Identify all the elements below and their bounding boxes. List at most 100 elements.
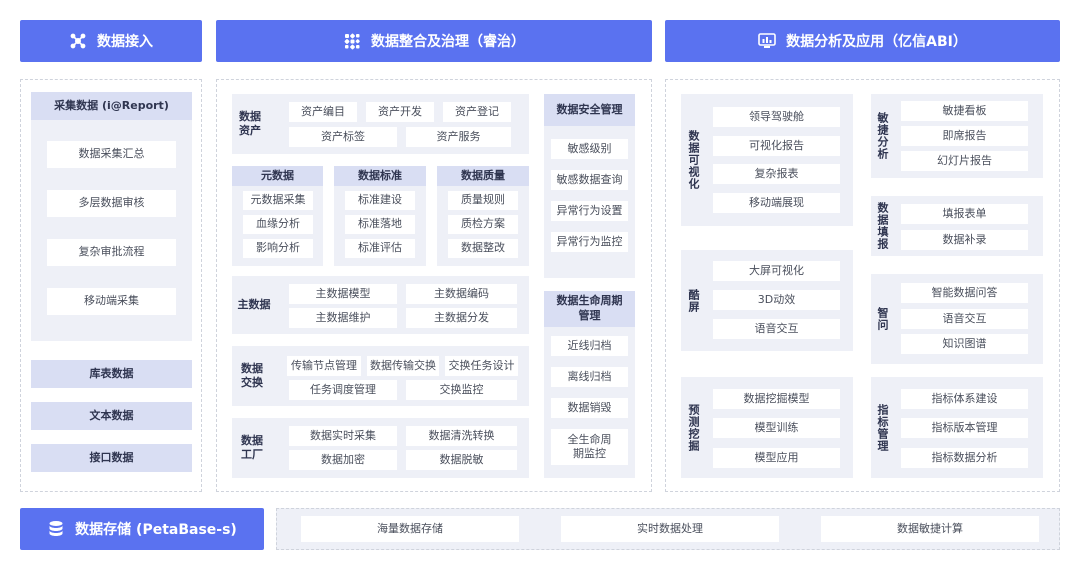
header-data-storage: 数据存储 (PetaBase-s) bbox=[20, 508, 264, 550]
metric-label-text: 指标管理 bbox=[876, 403, 889, 452]
table-data-block: 库表数据 bbox=[31, 360, 192, 388]
storage-item: 数据敏捷计算 bbox=[821, 516, 1039, 542]
fill-item: 填报表单 bbox=[901, 204, 1028, 224]
mining-item: 模型应用 bbox=[713, 448, 840, 468]
exchange-item: 任务调度管理 bbox=[289, 380, 397, 400]
factory-label: 数据工厂 bbox=[241, 433, 263, 461]
asset-item: 资产编目 bbox=[289, 102, 357, 122]
network-icon bbox=[69, 32, 87, 50]
interface-data-block: 接口数据 bbox=[31, 444, 192, 472]
smart-item: 语音交互 bbox=[901, 309, 1028, 329]
exchange-item: 交换监控 bbox=[406, 380, 517, 400]
grid-icon bbox=[343, 32, 361, 50]
header-title: 数据接入 bbox=[97, 34, 153, 50]
quality-item: 质量规则 bbox=[448, 191, 518, 210]
header-title: 数据存储 (PetaBase-s) bbox=[75, 522, 237, 538]
collect-item: 数据采集汇总 bbox=[47, 141, 176, 168]
metric-label: 指标管理 bbox=[871, 377, 893, 478]
lifecycle-item: 离线归档 bbox=[551, 367, 628, 387]
visual-item: 移动端展现 bbox=[713, 193, 840, 213]
mining-label: 预测挖掘 bbox=[681, 377, 705, 478]
quality-item: 质检方案 bbox=[448, 215, 518, 234]
visual-label-text: 数据可视化 bbox=[687, 130, 700, 190]
exchange-item: 传输节点管理 bbox=[287, 356, 361, 376]
storage-item: 海量数据存储 bbox=[301, 516, 519, 542]
factory-item: 数据清洗转换 bbox=[406, 426, 517, 446]
lifecycle-item: 近线归档 bbox=[551, 336, 628, 356]
lifecycle-item: 数据销毁 bbox=[551, 398, 628, 418]
database-icon bbox=[47, 520, 65, 538]
cool-item: 语音交互 bbox=[713, 319, 840, 339]
cool-item: 3D动效 bbox=[713, 290, 840, 310]
master-item: 主数据模型 bbox=[289, 284, 397, 304]
monitor-chart-icon bbox=[758, 32, 776, 50]
lifecycle-item: 全生命周期监控 bbox=[551, 429, 628, 465]
header-title: 数据整合及治理（睿治） bbox=[371, 34, 525, 50]
agile-label-text: 敏捷分析 bbox=[876, 112, 889, 160]
agile-item: 敏捷看板 bbox=[901, 101, 1028, 121]
header-data-analysis: 数据分析及应用（亿信ABI） bbox=[665, 20, 1060, 62]
asset-label: 数据资产 bbox=[239, 109, 261, 137]
agile-item: 幻灯片报告 bbox=[901, 151, 1028, 171]
metadata-item: 影响分析 bbox=[243, 239, 313, 258]
security-item: 敏感级别 bbox=[551, 139, 628, 159]
asset-item: 资产服务 bbox=[406, 127, 511, 147]
standard-item: 标准建设 bbox=[345, 191, 415, 210]
collect-item: 移动端采集 bbox=[47, 288, 176, 315]
visual-item: 复杂报表 bbox=[713, 164, 840, 184]
master-item: 主数据编码 bbox=[406, 284, 517, 304]
master-item: 主数据分发 bbox=[406, 308, 517, 328]
storage-item: 实时数据处理 bbox=[561, 516, 779, 542]
security-item: 异常行为设置 bbox=[551, 201, 628, 221]
factory-item: 数据加密 bbox=[289, 450, 397, 470]
mining-label-text: 预测挖掘 bbox=[687, 403, 700, 452]
agile-item: 即席报告 bbox=[901, 126, 1028, 146]
asset-item: 资产登记 bbox=[443, 102, 511, 122]
security-title: 数据安全管理 bbox=[544, 94, 635, 126]
cool-item: 大屏可视化 bbox=[713, 261, 840, 281]
factory-item: 数据实时采集 bbox=[289, 426, 397, 446]
standard-title: 数据标准 bbox=[334, 166, 426, 186]
collect-item: 复杂审批流程 bbox=[47, 239, 176, 266]
smart-item: 智能数据问答 bbox=[901, 283, 1028, 303]
lifecycle-item-text: 全生命周期监控 bbox=[567, 432, 612, 460]
smart-label: 智问 bbox=[871, 274, 893, 364]
metric-item: 指标体系建设 bbox=[901, 389, 1028, 409]
exchange-label: 数据交换 bbox=[241, 361, 263, 389]
mining-item: 数据挖掘模型 bbox=[713, 389, 840, 409]
metadata-item: 血缘分析 bbox=[243, 215, 313, 234]
fill-label: 数据填报 bbox=[871, 196, 893, 256]
quality-title: 数据质量 bbox=[437, 166, 529, 186]
cool-label-text: 酷屏 bbox=[687, 288, 700, 313]
header-data-access: 数据接入 bbox=[20, 20, 202, 62]
master-label: 主数据 bbox=[237, 297, 271, 311]
text-data-block: 文本数据 bbox=[31, 402, 192, 430]
lifecycle-title-text: 数据生命周期管理 bbox=[556, 294, 623, 322]
asset-item: 资产开发 bbox=[366, 102, 434, 122]
cool-label: 酷屏 bbox=[681, 250, 705, 351]
visual-item: 可视化报告 bbox=[713, 136, 840, 156]
metric-item: 指标版本管理 bbox=[901, 418, 1028, 438]
fill-item: 数据补录 bbox=[901, 230, 1028, 250]
collect-item: 多层数据审核 bbox=[47, 190, 176, 217]
security-item: 敏感数据查询 bbox=[551, 170, 628, 190]
fill-label-text: 数据填报 bbox=[876, 202, 889, 250]
agile-label: 敏捷分析 bbox=[871, 94, 893, 178]
standard-item: 标准评估 bbox=[345, 239, 415, 258]
visual-item: 领导驾驶舱 bbox=[713, 107, 840, 127]
header-title: 数据分析及应用（亿信ABI） bbox=[786, 34, 967, 50]
smart-label-text: 智问 bbox=[876, 307, 889, 331]
header-data-governance: 数据整合及治理（睿治） bbox=[216, 20, 652, 62]
master-item: 主数据维护 bbox=[289, 308, 397, 328]
factory-item: 数据脱敏 bbox=[406, 450, 517, 470]
asset-item: 资产标签 bbox=[289, 127, 397, 147]
mining-item: 模型训练 bbox=[713, 418, 840, 438]
metadata-title: 元数据 bbox=[232, 166, 323, 186]
visual-label: 数据可视化 bbox=[681, 94, 705, 226]
collect-data-title: 采集数据 (i@Report) bbox=[31, 92, 192, 120]
standard-item: 标准落地 bbox=[345, 215, 415, 234]
exchange-item: 数据传输交换 bbox=[367, 356, 439, 376]
lifecycle-title: 数据生命周期管理 bbox=[544, 291, 635, 327]
quality-item: 数据整改 bbox=[448, 239, 518, 258]
metadata-item: 元数据采集 bbox=[243, 191, 313, 210]
